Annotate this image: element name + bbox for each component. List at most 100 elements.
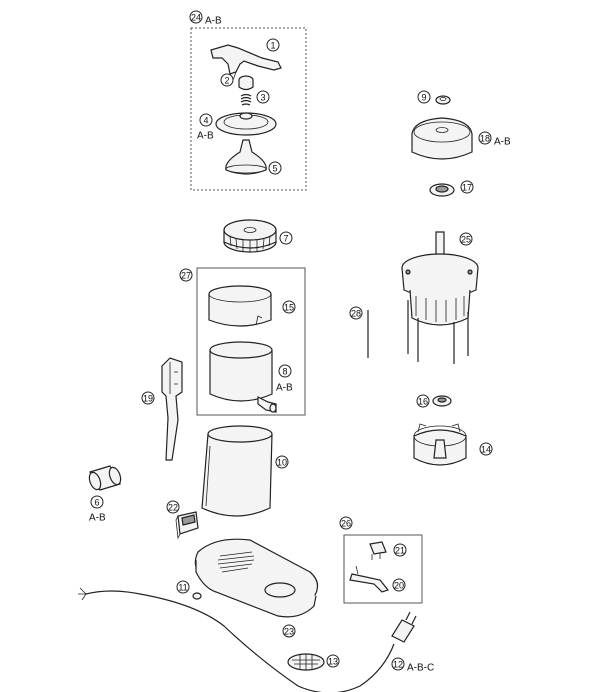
callout-circle xyxy=(478,131,492,145)
group-26-box xyxy=(343,534,423,604)
part-7-impeller xyxy=(223,219,277,253)
callout-variant-suffix: A-B xyxy=(89,513,106,524)
callout-3: 3 xyxy=(256,90,270,104)
callout-variant-suffix: A-B xyxy=(205,16,222,27)
callout-circle xyxy=(199,113,213,127)
callout-number: 26 xyxy=(341,519,351,529)
callout-number: 14 xyxy=(481,445,491,455)
callout-number: 13 xyxy=(328,657,338,667)
callout-number: 24 xyxy=(191,13,201,23)
callout-number: 25 xyxy=(461,235,471,245)
callout-circle xyxy=(459,232,473,246)
callout-26: 26 xyxy=(339,516,353,530)
callout-number: 10 xyxy=(277,458,287,468)
callout-circle xyxy=(141,391,155,405)
callout-circle xyxy=(268,161,282,175)
callout-circle xyxy=(275,455,289,469)
callout-number: 16 xyxy=(418,397,428,407)
callout-variant-suffix: A-B xyxy=(197,131,214,142)
callout-24: 24 A-B xyxy=(189,10,222,27)
callout-circle xyxy=(90,495,104,509)
callout-number: 5 xyxy=(272,164,277,174)
part-13-filter xyxy=(287,653,325,671)
callout-25: 25 xyxy=(459,232,473,246)
part-25-motor xyxy=(401,231,479,364)
callout-1: 1 xyxy=(266,38,280,52)
callout-circle xyxy=(176,580,190,594)
callout-circle xyxy=(256,90,270,104)
callout-circle xyxy=(220,73,234,87)
callout-5: 5 xyxy=(268,161,282,175)
callout-circle xyxy=(339,516,353,530)
callout-number: 9 xyxy=(421,93,426,103)
part-22-switch xyxy=(175,511,199,540)
callout-number: 12 xyxy=(393,660,403,670)
callout-9: 9 xyxy=(417,90,431,104)
callout-variant-suffix: A-B-C xyxy=(407,663,434,674)
callout-2: 2 xyxy=(220,73,234,87)
callout-number: 15 xyxy=(284,303,294,313)
callout-8: 8A-B xyxy=(276,364,293,394)
callout-7: 7 xyxy=(279,231,293,245)
callout-circle xyxy=(417,90,431,104)
callout-number: 18 xyxy=(480,134,490,144)
callout-16: 16 xyxy=(416,394,430,408)
callout-circle xyxy=(391,657,405,671)
callout-number: 27 xyxy=(181,271,191,281)
part-2-knob xyxy=(238,75,254,91)
callout-variant-suffix: A-B xyxy=(494,137,511,148)
callout-19: 19 xyxy=(141,391,155,405)
callout-circle xyxy=(282,624,296,638)
callout-number: 22 xyxy=(168,503,178,513)
part-15-ring xyxy=(208,285,272,327)
callout-circle xyxy=(416,394,430,408)
callout-circle xyxy=(326,654,340,668)
callout-number: 20 xyxy=(394,581,404,591)
callout-number: 17 xyxy=(462,183,472,193)
callout-15: 15 xyxy=(282,300,296,314)
callout-number: 11 xyxy=(178,583,187,593)
callout-circle xyxy=(392,578,406,592)
part-18-motor-cap xyxy=(411,117,473,160)
callout-circle xyxy=(179,268,193,282)
callout-27: 27 xyxy=(179,268,193,282)
callout-circle xyxy=(349,306,363,320)
callout-number: 19 xyxy=(143,394,153,404)
callout-number: 4 xyxy=(203,116,208,126)
callout-number: 6 xyxy=(94,498,99,508)
part-8-cylinder-with-spout xyxy=(209,341,277,413)
callout-22: 22 xyxy=(166,500,180,514)
callout-circle xyxy=(266,38,280,52)
callout-circle xyxy=(282,300,296,314)
part-23-base xyxy=(194,538,319,618)
callout-17: 17 xyxy=(460,180,474,194)
callout-circle xyxy=(393,543,407,557)
part-6-capacitor xyxy=(88,465,122,491)
group-27-box xyxy=(196,267,306,416)
part-9-nut xyxy=(435,95,451,105)
callout-10: 10 xyxy=(275,455,289,469)
part-11-grommet xyxy=(192,592,202,600)
callout-12: 12 A-B-C xyxy=(391,657,434,674)
callout-number: 2 xyxy=(224,76,229,86)
callout-23: 23 xyxy=(282,624,296,638)
part-10-body-cylinder xyxy=(201,425,273,517)
callout-circle xyxy=(279,231,293,245)
callout-circle xyxy=(460,180,474,194)
callout-21: 21 xyxy=(393,543,407,557)
callout-11: 11 xyxy=(176,580,190,594)
callout-variant-suffix: A-B xyxy=(276,383,293,394)
part-12-power-cord xyxy=(78,587,417,692)
callout-6: 6A-B xyxy=(89,495,106,524)
callout-4: 4A-B xyxy=(197,113,214,142)
callout-number: 8 xyxy=(282,367,287,377)
callout-number: 7 xyxy=(283,234,288,244)
callout-13: 13 xyxy=(326,654,340,668)
callout-14: 14 xyxy=(479,442,493,456)
part-20-latch xyxy=(349,565,390,593)
part-17-bearing xyxy=(429,183,455,197)
callout-number: 3 xyxy=(260,93,265,103)
callout-20: 20 xyxy=(392,578,406,592)
callout-circle xyxy=(189,10,203,24)
